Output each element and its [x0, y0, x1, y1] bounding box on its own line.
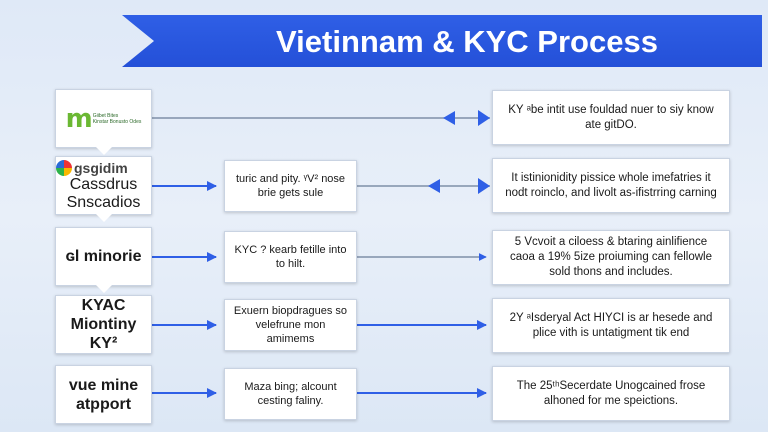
row2-mid-text: turic and pity. ᵞV² nose brie gets sule — [235, 173, 346, 199]
title-banner: Vietinnam & KYC Process — [122, 15, 762, 67]
row2-right-text: It istinionidity pissice whole imefatrie… — [505, 171, 717, 199]
row5-left-box: vue mine atpport — [55, 365, 152, 424]
row1-right-box: KY ᵃbe intit use fouldad nuer to siy kno… — [492, 90, 730, 145]
row5-mid-box: Maza bing; alcount cesting faliny. — [224, 368, 357, 420]
row1-logo-letter: m — [65, 103, 93, 134]
row3-mid-box: KYC ? kearb fetille into to hilt. — [224, 231, 357, 283]
row1-right-text: KY ᵃbe intit use fouldad nuer to siy kno… — [508, 103, 714, 131]
row1-logo-text: Giibet Bites Kinstar Bonusto Odes — [93, 113, 142, 125]
row2-logo: gsgidim — [56, 159, 151, 176]
row4-right-box: 2Y ᵃIsderyal Act HIYCI is ar hesede and … — [492, 298, 730, 353]
row5-right-text: The 25ᵗʰSecerdate Unogcained frose alhon… — [516, 379, 706, 407]
row1-left-logo-box: m Giibet Bites Kinstar Bonusto Odes — [55, 89, 152, 155]
row4-right-text: 2Y ᵃIsderyal Act HIYCI is ar hesede and … — [509, 311, 713, 339]
row2-right-box: It istinionidity pissice whole imefatrie… — [492, 158, 730, 213]
row5-mid-text: Maza bing; alcount cesting faliny. — [244, 381, 337, 407]
row4-left-text: KYAC Miontiny KY² — [70, 297, 137, 352]
row3-mid-text: KYC ? kearb fetille into to hilt. — [234, 244, 347, 270]
row1-arrowhead-right — [478, 110, 490, 126]
row4-mid-text: Exuern biopdragues so velefrune mon amim… — [233, 305, 348, 345]
row4-mid-box: Exuern biopdragues so velefrune mon amim… — [224, 299, 357, 351]
row1-logo-line1: Giibet Bites — [92, 112, 119, 119]
row3-right-text: 5 Vcvoit a ciloess & btaring ainlifience… — [509, 236, 712, 278]
row2-logo-name: gsgidim — [74, 159, 128, 176]
row4-left-box: KYAC Miontiny KY² — [55, 295, 152, 354]
row3-left-text: ɢl minorie — [65, 248, 142, 265]
row2-left-logo-box: gsgidim Cassdrus Snscadios — [55, 156, 152, 222]
row3-right-box: 5 Vcvoit a ciloess & btaring ainlifience… — [492, 230, 730, 285]
row2-logo-sub: Cassdrus Snscadios — [66, 175, 141, 211]
row5-right-box: The 25ᵗʰSecerdate Unogcained frose alhon… — [492, 366, 730, 421]
row2-mid-box: turic and pity. ᵞV² nose brie gets sule — [224, 160, 357, 212]
row1-arrowhead-left — [443, 111, 455, 125]
row2-arrowhead-right — [478, 178, 490, 194]
row2-arrowhead-left — [428, 179, 440, 193]
row5-left-text: vue mine atpport — [68, 376, 139, 413]
row3-left-box: ɢl minorie — [55, 227, 152, 293]
row1-logo-line2: Kinstar Bonusto Odes — [92, 118, 142, 125]
gear-icon — [56, 159, 72, 176]
page-title: Vietinnam & KYC Process — [276, 24, 658, 59]
